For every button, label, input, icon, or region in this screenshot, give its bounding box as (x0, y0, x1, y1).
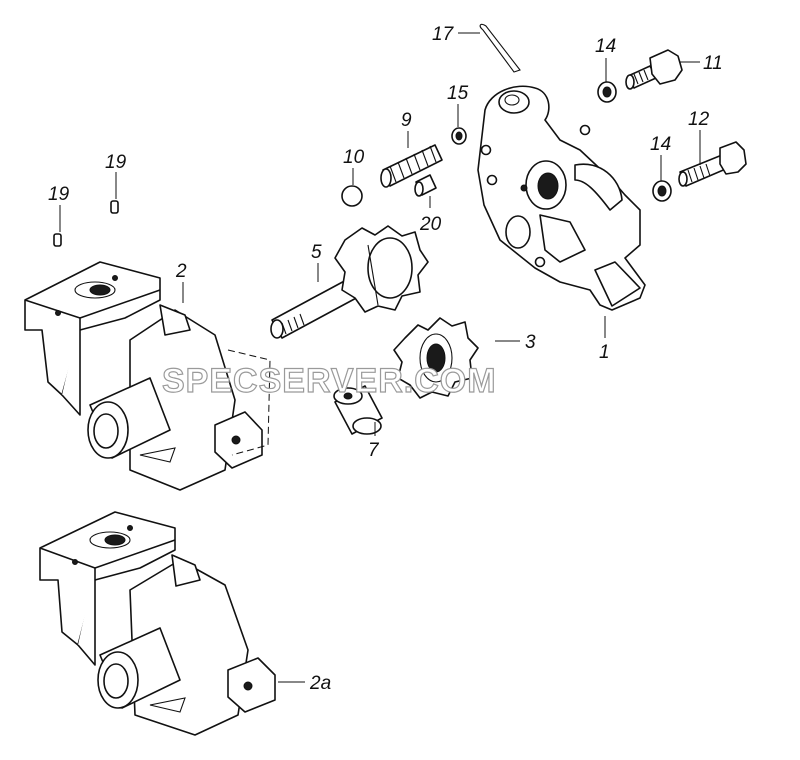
part-20-pin (414, 174, 437, 197)
part-11-bolt (625, 49, 683, 90)
leader-lines (59, 32, 701, 683)
part-12-bolt (678, 141, 747, 187)
callout-12: 12 (688, 109, 710, 130)
callout-11: 11 (703, 53, 723, 74)
part-5-drive-gear-shaft (270, 225, 429, 339)
callouts: 17 14 11 12 14 15 9 10 20 5 2 19 19 1 3 … (48, 24, 723, 694)
part-2-housing (24, 261, 263, 491)
callout-3: 3 (525, 332, 536, 353)
part-7-axle (333, 385, 383, 435)
part-2a-housing (39, 511, 276, 736)
part-14-washer-lower (652, 180, 672, 202)
part-9-spring (380, 144, 443, 188)
callout-5: 5 (311, 242, 322, 263)
callout-17: 17 (432, 24, 455, 45)
watermark: SPECSERVER.COM (162, 362, 497, 400)
part-3-driven-gear (393, 317, 479, 399)
callout-2: 2 (175, 261, 187, 282)
callout-9: 9 (401, 110, 412, 131)
part-10-ball (341, 185, 363, 207)
callout-10: 10 (343, 147, 365, 168)
callout-19-lower: 19 (48, 184, 70, 205)
callout-14-lower: 14 (650, 134, 671, 155)
part-1-pump-cover (477, 85, 646, 311)
part-14-washer-upper (597, 81, 617, 103)
callout-14-upper: 14 (595, 36, 616, 57)
callout-19-upper: 19 (105, 152, 127, 173)
part-17-cotter-pin (479, 23, 521, 73)
callout-2a: 2a (309, 673, 331, 694)
part-19-dowel-lower (53, 233, 62, 247)
part-15-washer (451, 127, 467, 145)
callout-1: 1 (599, 342, 610, 363)
part-19-dowel-upper (110, 200, 119, 214)
callout-20: 20 (419, 214, 442, 235)
assembly-line-upper (227, 349, 271, 456)
callout-7: 7 (368, 440, 380, 461)
callout-15: 15 (447, 83, 469, 104)
